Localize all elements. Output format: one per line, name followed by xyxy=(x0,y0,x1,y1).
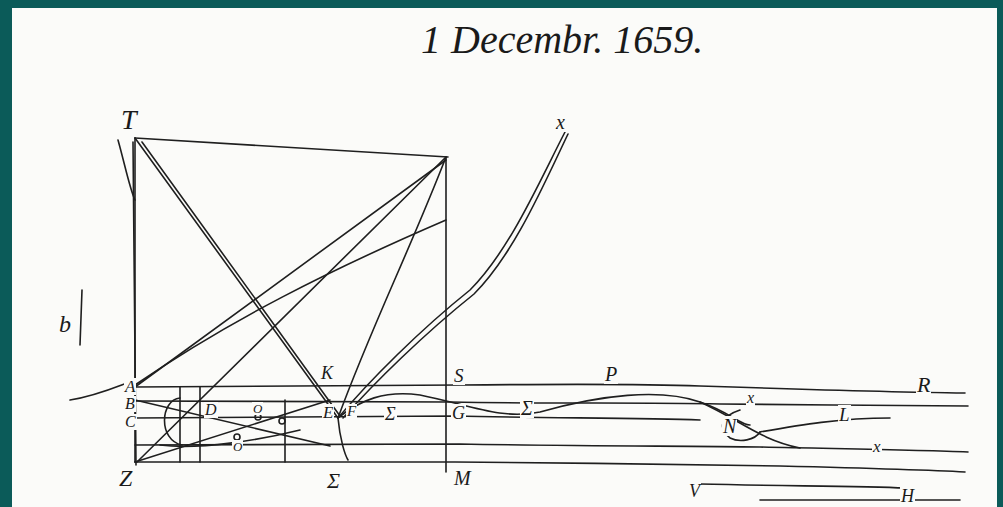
point-letter: B xyxy=(124,396,136,412)
point-letter: Σ xyxy=(326,470,341,492)
point-letter: G xyxy=(451,404,466,422)
point-letter: V xyxy=(688,482,701,500)
point-letter: R xyxy=(916,374,931,396)
point-letter: x xyxy=(746,390,755,406)
point-letter: T xyxy=(120,106,138,134)
point-letter: M xyxy=(453,468,472,488)
point-letter: x xyxy=(872,438,882,455)
point-letter: C xyxy=(124,414,137,430)
point-letter: E xyxy=(322,404,334,421)
point-letter: A xyxy=(124,378,136,395)
point-letter: K xyxy=(320,364,334,382)
point-letter: b xyxy=(58,312,72,336)
point-letter: S xyxy=(453,366,465,385)
paper-ground xyxy=(12,8,997,507)
point-letter: Z xyxy=(118,466,133,490)
point-letter: x xyxy=(555,112,566,132)
point-letter: O xyxy=(252,402,263,415)
date-note: 1 Decembr. 1659. xyxy=(420,20,704,60)
point-letter: H xyxy=(900,487,915,505)
point-letter: O xyxy=(232,440,243,453)
point-letter: Σ xyxy=(384,405,397,423)
point-letter: Σ xyxy=(520,398,534,418)
point-letter: N xyxy=(722,416,737,436)
point-letter: D xyxy=(204,402,218,418)
point-letter: F xyxy=(346,404,357,419)
point-letter: L xyxy=(838,405,851,424)
point-letter: P xyxy=(604,364,618,384)
